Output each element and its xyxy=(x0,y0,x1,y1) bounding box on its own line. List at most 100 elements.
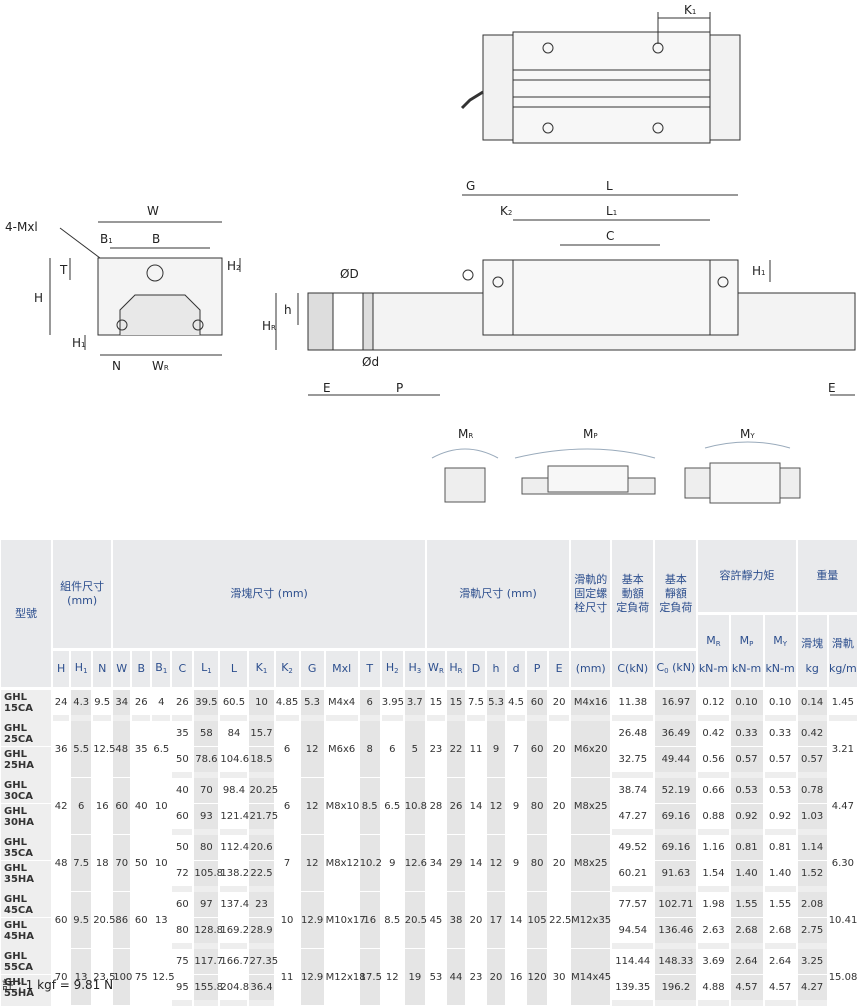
spec-value: M12x18 xyxy=(325,949,366,1006)
spec-value: 8 xyxy=(359,721,380,778)
footnote: 註 : 1 kgf = 9.81 N xyxy=(2,978,114,992)
spec-value: 20 xyxy=(487,949,506,1006)
spec-value: 4.88 xyxy=(698,975,729,1006)
spec-value: 0.57 xyxy=(764,747,796,778)
spec-value: 69.16 xyxy=(655,835,697,861)
spec-value: 105 xyxy=(527,892,548,949)
spec-value: M4x4 xyxy=(325,690,358,721)
model-name: GHL 30CA xyxy=(1,778,52,804)
header-col-symbol: P xyxy=(533,662,541,675)
header-my-subscript: Y xyxy=(782,640,787,648)
spec-value: 9.5 xyxy=(71,892,92,949)
spec-value: 0.14 xyxy=(797,690,827,721)
spec-value: 155.8 xyxy=(194,975,223,1006)
header-col: B1 xyxy=(152,651,171,690)
spec-value: M4x16 xyxy=(571,690,611,721)
header-col-symbol: C(kN) xyxy=(617,662,649,675)
spec-value: 15.08 xyxy=(828,949,857,1006)
header-static-load-text: 基本 靜額 定負荷 xyxy=(659,573,693,614)
header-col-symbol: H xyxy=(56,662,66,675)
spec-value: 5.5 xyxy=(71,721,92,778)
spec-value: 78.6 xyxy=(194,747,219,778)
header-col-symbol: G xyxy=(307,662,317,675)
header-col-symbol: B xyxy=(137,662,146,675)
spec-value: 0.57 xyxy=(730,747,763,778)
spec-value: 4.57 xyxy=(730,975,763,1006)
spec-value: 38 xyxy=(446,892,465,949)
spec-value: 7 xyxy=(275,835,299,892)
spec-value: 4.57 xyxy=(764,975,796,1006)
spec-value: 18.5 xyxy=(249,747,274,778)
spec-value: 12.5 xyxy=(152,949,175,1006)
spec-table-wrapper: 型號組件尺寸 (mm)滑塊尺寸 (mm)滑軌尺寸 (mm)滑軌的 固定螺 栓尺寸… xyxy=(0,540,860,1006)
spec-value: 70 xyxy=(194,778,219,804)
header-col: H xyxy=(53,651,70,690)
header-col-symbol: H xyxy=(449,660,458,674)
spec-table: 型號組件尺寸 (mm)滑塊尺寸 (mm)滑軌尺寸 (mm)滑軌的 固定螺 栓尺寸… xyxy=(0,540,859,1006)
spec-value: 8.5 xyxy=(381,892,403,949)
spec-value: M8x12 xyxy=(325,835,359,892)
header-my-symbol: M xyxy=(773,634,783,647)
model-name: GHL 45HA xyxy=(1,918,52,949)
spec-value: 16.97 xyxy=(655,690,697,721)
spec-value: 0.57 xyxy=(797,747,827,778)
spec-value: 1.40 xyxy=(730,861,763,892)
model-name: GHL 25HA xyxy=(1,747,52,778)
spec-value: 3.69 xyxy=(698,949,729,975)
spec-value: M6x6 xyxy=(325,721,358,778)
spec-value: 4.27 xyxy=(797,975,827,1006)
spec-value: 0.10 xyxy=(730,690,763,721)
spec-value: 148.33 xyxy=(655,949,697,975)
spec-value: 21.75 xyxy=(249,804,278,835)
header-col: W xyxy=(113,651,131,690)
spec-value: 3.21 xyxy=(828,721,857,778)
spec-value: 1.16 xyxy=(698,835,729,861)
header-col-symbol: T xyxy=(366,662,374,675)
spec-value: 23 xyxy=(466,949,486,1006)
header-col-symbol: E xyxy=(555,662,563,675)
spec-value: 34 xyxy=(113,690,131,721)
spec-value: 1.54 xyxy=(698,861,729,892)
spec-value: 84 xyxy=(220,721,248,747)
spec-value: 10 xyxy=(152,778,171,835)
spec-value: 169.2 xyxy=(220,918,249,949)
spec-value: 16 xyxy=(507,949,526,1006)
spec-value: 0.10 xyxy=(764,690,796,721)
spec-value: 53 xyxy=(426,949,445,1006)
spec-value: 105.8 xyxy=(194,861,223,892)
spec-value: 60 xyxy=(172,804,193,835)
spec-value: 4.3 xyxy=(71,690,92,721)
header-col: kN-m xyxy=(730,651,763,690)
spec-value: 98.4 xyxy=(220,778,248,804)
top-view xyxy=(460,12,741,144)
label-h: H xyxy=(34,291,43,305)
spec-value: 12.5 xyxy=(93,721,115,778)
header-col-subscript: 2 xyxy=(394,666,399,675)
spec-value: 20.5 xyxy=(93,892,115,949)
spec-value: 7 xyxy=(507,721,526,778)
spec-value: 166.7 xyxy=(220,949,249,975)
header-col: kg xyxy=(797,651,827,690)
spec-value: 2.64 xyxy=(730,949,763,975)
spec-value: 23 xyxy=(249,892,274,918)
spec-value: M8x25 xyxy=(571,835,611,892)
spec-value: 0.88 xyxy=(698,804,729,835)
header-block: 滑塊尺寸 (mm) xyxy=(113,540,425,651)
spec-value: 97 xyxy=(194,892,219,918)
spec-value: 2.68 xyxy=(764,918,796,949)
header-col-symbol: H xyxy=(408,660,417,674)
label-t: T xyxy=(59,263,68,277)
spec-value: 0.81 xyxy=(764,835,796,861)
spec-value: 14 xyxy=(466,835,486,892)
spec-value: 10 xyxy=(275,892,299,949)
header-bolt: 滑軌的 固定螺 栓尺寸 xyxy=(571,540,611,651)
spec-value: 0.53 xyxy=(730,778,763,804)
spec-value: M6x20 xyxy=(571,721,611,778)
header-mp-symbol: M xyxy=(739,634,750,647)
technical-drawing: K1 W 4-Mxl B1 B T H2 H H1 N WR G L K2 L1… xyxy=(5,3,856,504)
spec-value: 75 xyxy=(172,949,193,975)
spec-value: 49.44 xyxy=(655,747,697,778)
